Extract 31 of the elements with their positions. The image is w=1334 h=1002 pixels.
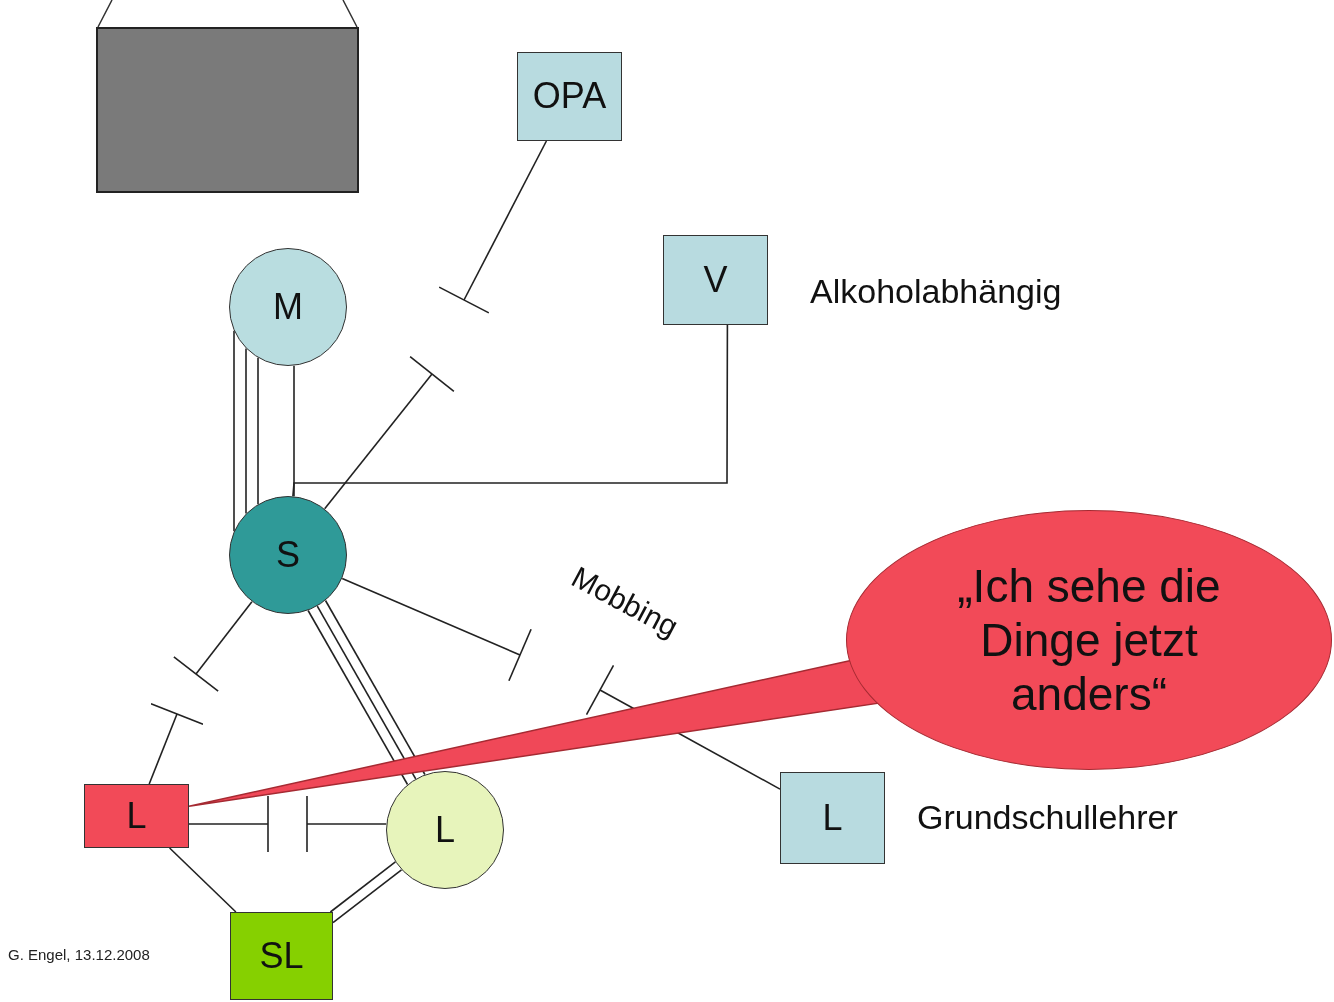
bar-ended-line [306, 795, 388, 853]
connector-line [168, 847, 237, 913]
speech-bubble: „Ich sehe die Dinge jetzt anders“ [846, 510, 1332, 770]
bar-ended-line [188, 795, 269, 853]
bar-ended-line [148, 702, 204, 785]
connector-line [293, 364, 295, 498]
node-caption: Grundschullehrer [917, 798, 1178, 837]
connector-line [329, 861, 397, 913]
connector-line [292, 324, 729, 497]
connector-line [316, 605, 417, 780]
connector-line [324, 599, 426, 776]
author-date-note: G. Engel, 13.12.2008 [8, 946, 150, 963]
connector-line [307, 609, 409, 786]
node-caption: Alkoholabhängig [810, 272, 1062, 311]
person-box: L [780, 772, 885, 864]
connector-line [257, 357, 259, 505]
person-box: L [84, 784, 189, 848]
connector-line [233, 330, 235, 532]
connector-line [332, 869, 403, 924]
person-circle: M [229, 248, 347, 366]
bar-ended-line [438, 140, 548, 314]
connector-line [245, 347, 247, 515]
bar-ended-line [341, 577, 532, 682]
person-box: SL [230, 912, 333, 1000]
person-circle: S [229, 496, 347, 614]
frame-box [96, 27, 359, 193]
bar-ended-line [323, 355, 455, 510]
person-circle: L [386, 771, 504, 889]
bar-ended-line [173, 600, 253, 692]
person-box: V [663, 235, 768, 325]
person-box: OPA [517, 52, 622, 141]
